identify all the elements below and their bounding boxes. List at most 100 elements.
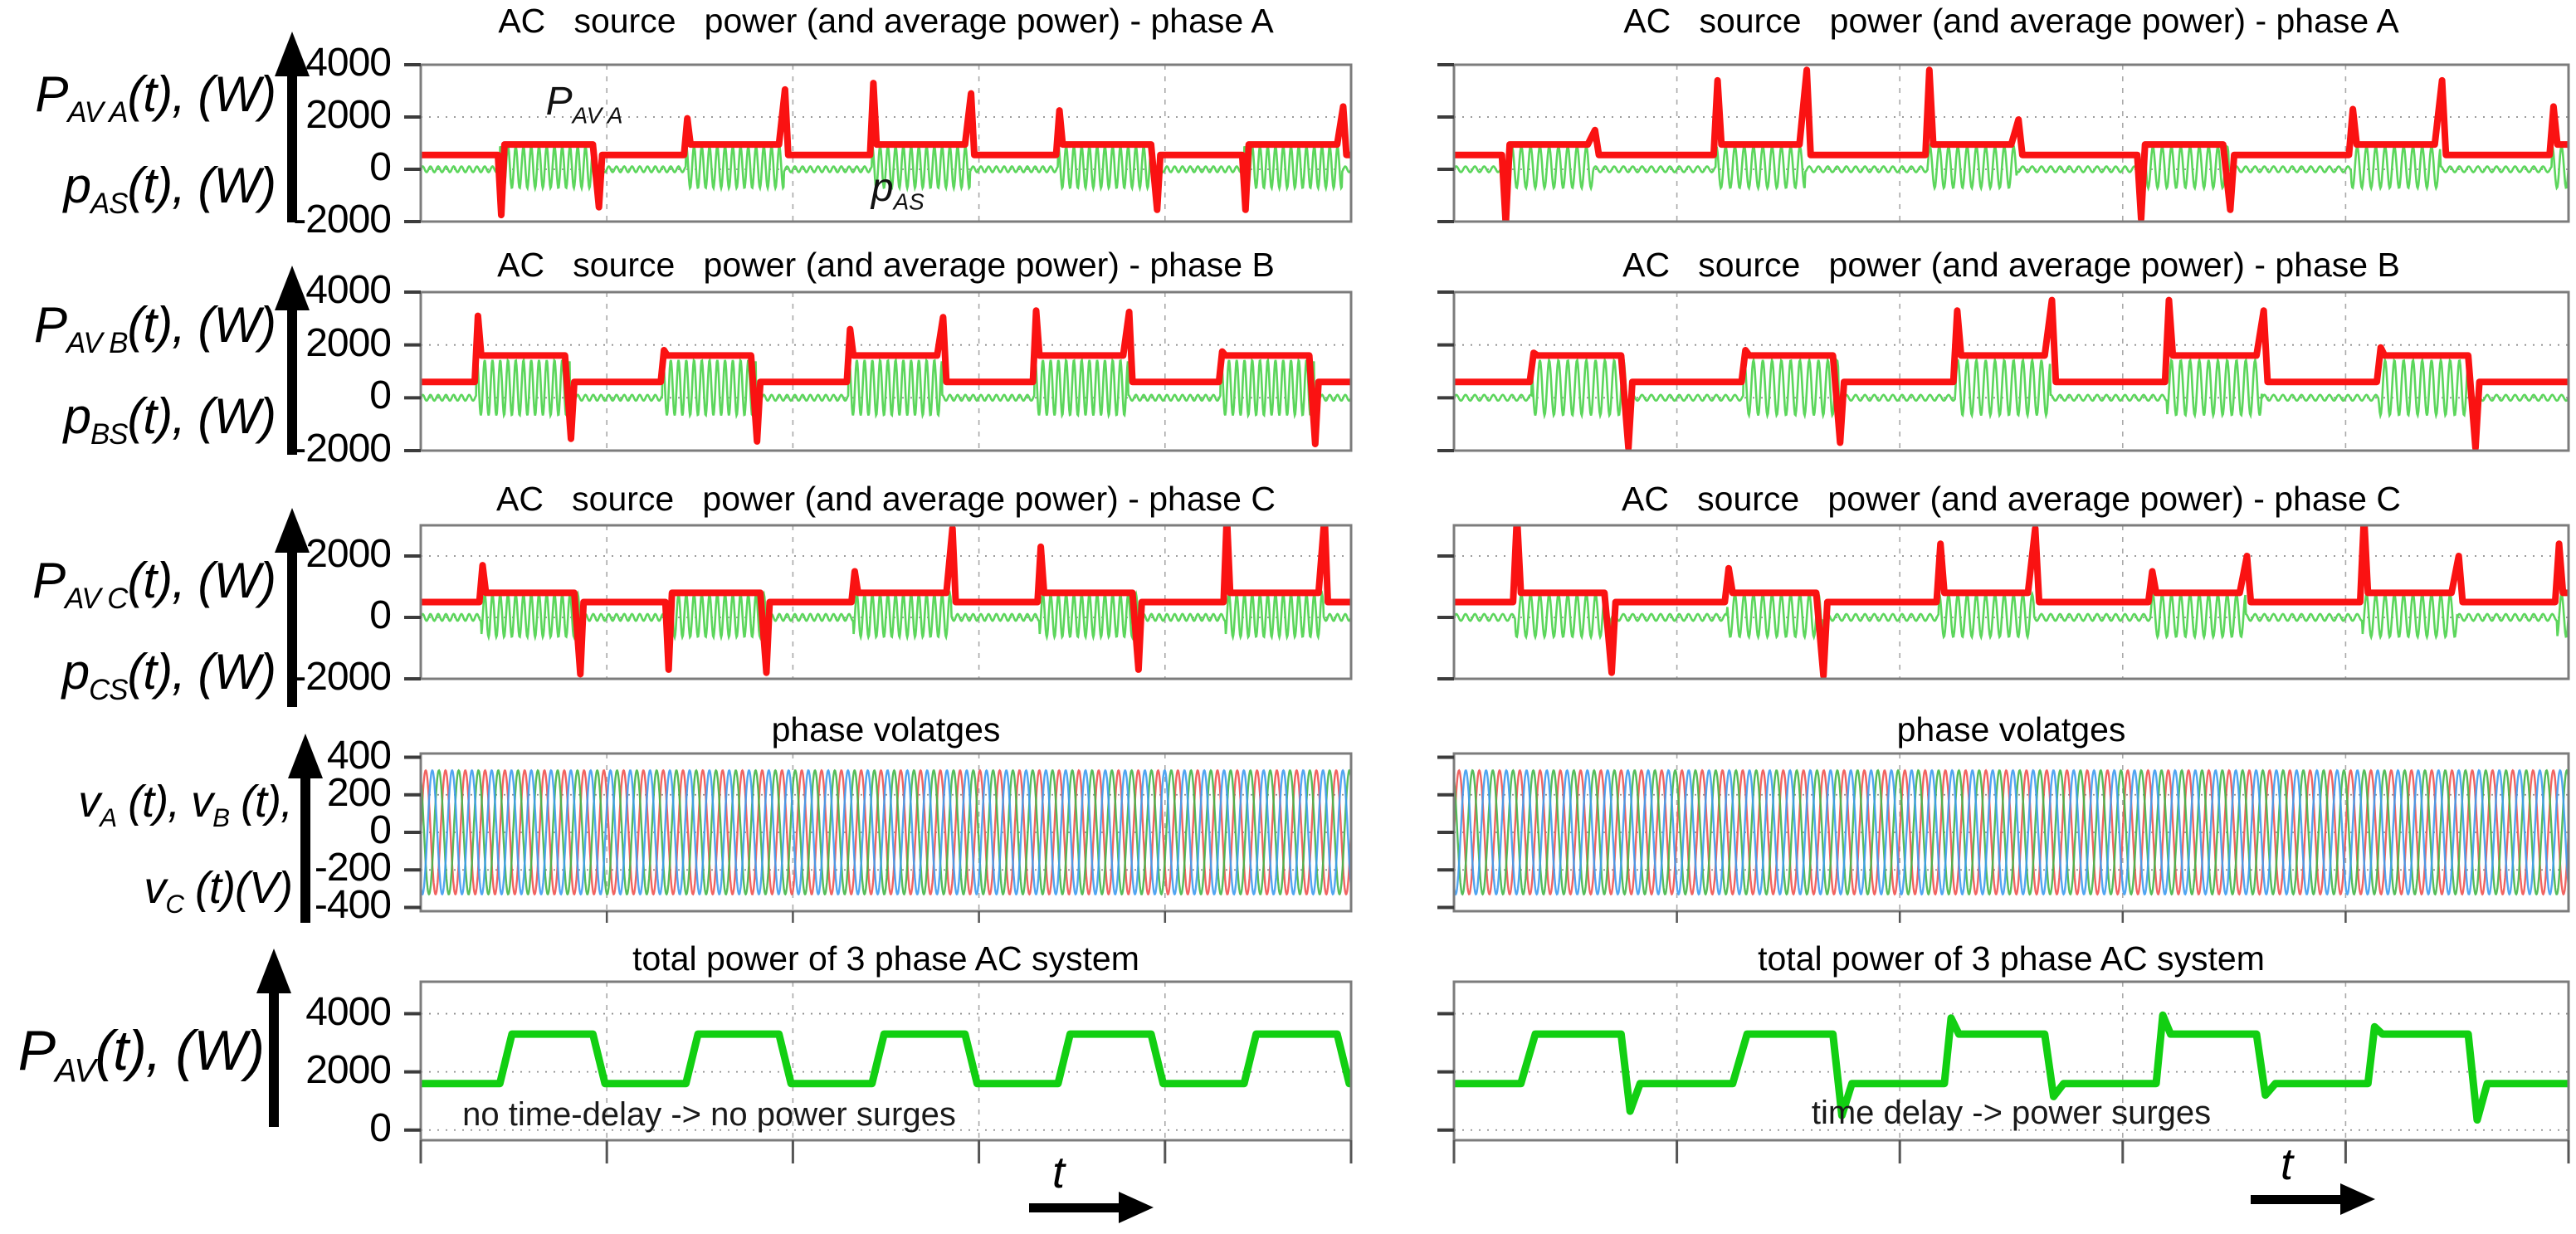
y-tick-label: 4000: [305, 41, 392, 85]
ylabel-voltages: vA (t), vB (t), vC (t)(V): [0, 767, 293, 939]
panel-title: AC source power (and average power) - ph…: [498, 2, 1274, 40]
ylabel-phase-b-power: PAV B(t), (W) pBS(t), (W): [0, 289, 276, 471]
ylabel-units: (t),: [116, 777, 192, 827]
arrow-shaft: [269, 982, 279, 1127]
plot-ac-power-phase-b-right: [1437, 290, 2570, 452]
ylabel-units: (t)(V): [183, 862, 293, 913]
ylabel-units: (t), (W): [127, 388, 276, 444]
y-tick-label: 200: [326, 770, 392, 815]
y-tick-label: 0: [369, 373, 392, 418]
arrow-head-icon: [2340, 1183, 2375, 1215]
y-axis-arrow-phase-b: [275, 266, 310, 455]
ylabel-line: vC (t)(V): [0, 853, 293, 939]
phase-voltage-line-v_C: [1454, 768, 2569, 896]
average-power-line: [421, 80, 1351, 219]
time-axis-arrow-left: [1029, 1192, 1154, 1223]
ylabel-subscript: AV: [55, 1052, 95, 1090]
plot-group: [404, 63, 1353, 223]
arrow-shaft: [300, 767, 310, 923]
arrow-head-icon: [256, 949, 291, 993]
curve-label-symbol: P: [545, 79, 573, 124]
average-power-line: [1454, 525, 2569, 679]
ylabel-symbol: P: [17, 1019, 56, 1082]
ylabel-phase-a-power: PAV A(t), (W) pAS(t), (W): [0, 58, 276, 241]
plot-ac-power-phase-a-left: [404, 63, 1353, 223]
arrow-head-icon: [1119, 1192, 1154, 1223]
ylabel-line: pCS(t), (W): [0, 636, 276, 727]
plot-group: [1437, 290, 2570, 452]
curve-label: pAS: [871, 165, 925, 216]
ylabel-units: (t),: [229, 777, 293, 827]
plot-group: [1437, 524, 2570, 680]
ylabel-line: pAS(t), (W): [0, 149, 276, 241]
arrow-head-icon: [275, 508, 310, 553]
y-axis-arrow-phase-a: [275, 32, 310, 222]
average-power-line: [421, 307, 1351, 447]
ylabel-subscript: AS: [90, 188, 128, 220]
average-power-line: [421, 525, 1351, 678]
ylabel-subscript: AV B: [66, 327, 128, 359]
y-tick-label: 4000: [305, 268, 392, 312]
plot-border: [1452, 63, 2570, 223]
ylabel-line: pBS(t), (W): [0, 380, 276, 471]
panel-title: total power of 3 phase AC system: [1758, 939, 2265, 978]
ylabel-line: PAV(t), (W): [0, 1014, 265, 1108]
annotation: time delay -> power surges: [1811, 1094, 2212, 1131]
y-axis-arrow-voltages: [288, 734, 323, 923]
y-axis-arrow-phase-c: [275, 508, 310, 707]
y-tick-label: 0: [369, 1105, 392, 1150]
ylabel-subscript: AV C: [65, 583, 128, 615]
plot-border: [1452, 524, 2570, 680]
ylabel-symbol: v: [191, 777, 213, 827]
plot-border: [419, 63, 1353, 223]
panel-title: AC source power (and average power) - ph…: [496, 480, 1276, 518]
y-tick-label: 2000: [305, 93, 392, 137]
plot-group: [404, 524, 1353, 680]
y-tick-label: -2000: [293, 655, 392, 699]
arrow-shaft: [1029, 1203, 1124, 1212]
phase-voltage-line-v_B: [421, 768, 1351, 896]
y-tick-label: -2000: [293, 198, 392, 241]
plot-group: [1437, 752, 2570, 923]
ylabel-line: PAV B(t), (W): [0, 289, 276, 380]
ylabel-subscript: C: [165, 889, 184, 919]
plot-phase-voltages-right: [1437, 752, 2570, 923]
y-tick-label: -2000: [293, 427, 392, 471]
total-power-line: [1454, 1011, 2569, 1124]
plot-border: [419, 980, 1353, 1142]
ylabel-symbol: v: [78, 777, 100, 827]
curve-label: PAV A: [546, 79, 623, 129]
time-axis-label-left: t: [1052, 1148, 1066, 1197]
ylabel-symbol: p: [61, 644, 90, 700]
y-axis-arrow-total-power: [256, 949, 291, 1127]
ylabel-units: (t), (W): [127, 553, 276, 608]
ylabel-subscript: B: [212, 802, 230, 832]
curve-label-subscript: AV A: [572, 102, 623, 129]
panel-title: AC source power (and average power) - ph…: [1622, 246, 2400, 284]
y-tick-label: 2000: [305, 320, 392, 365]
plot-group: [1437, 63, 2570, 223]
curve-label-subscript: AS: [893, 188, 925, 215]
time-axis-label-right: t: [2281, 1139, 2294, 1189]
plot-group: [404, 752, 1353, 923]
ylabel-line: PAV C(t), (W): [0, 544, 276, 636]
y-tick-label: 0: [369, 145, 392, 189]
panel-title: total power of 3 phase AC system: [632, 939, 1139, 978]
plot-border: [1452, 290, 2570, 452]
panel-title: phase volatges: [771, 710, 1001, 749]
arrow-head-icon: [275, 266, 310, 310]
arrow-head-icon: [288, 734, 323, 778]
plot-group: [1437, 980, 2570, 1163]
ylabel-symbol: v: [144, 862, 166, 913]
ylabel-symbol: P: [32, 553, 66, 608]
ylabel-total-power: PAV(t), (W): [0, 1014, 265, 1108]
instantaneous-power-line: [421, 356, 1351, 420]
ylabel-subscript: AV A: [67, 96, 128, 129]
ylabel-line: PAV A(t), (W): [0, 58, 276, 149]
average-power-line: [1454, 66, 2569, 222]
arrow-shaft: [287, 299, 297, 455]
ylabel-units: (t), (W): [127, 297, 276, 353]
instantaneous-power-line: [421, 142, 1351, 193]
arrow-shaft: [2251, 1195, 2345, 1204]
